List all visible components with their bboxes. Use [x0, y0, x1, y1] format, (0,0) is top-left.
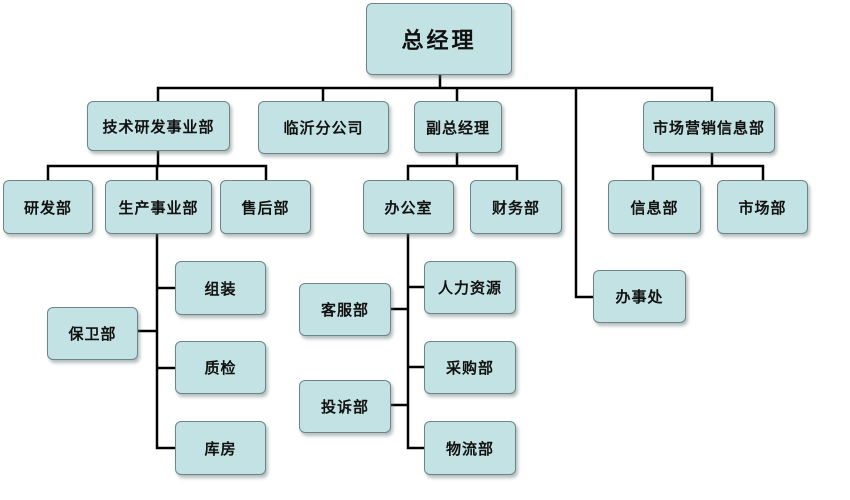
node-warehouse: 库房 [175, 421, 266, 475]
node-office: 办公室 [363, 180, 454, 234]
node-complaints-dept: 投诉部 [299, 380, 391, 433]
node-linyi-branch: 临沂分公司 [258, 101, 389, 154]
node-assembly: 组装 [175, 261, 266, 315]
connector-gm [156, 73, 714, 299]
node-market-dept: 市场部 [717, 180, 808, 234]
node-info-dept: 信息部 [608, 180, 701, 234]
connector-marketing [651, 151, 765, 182]
connector-production [136, 232, 177, 450]
node-logistics-dept: 物流部 [424, 421, 516, 475]
node-tech-rd-division: 技术研发事业部 [87, 101, 230, 151]
node-quality-inspection: 质检 [175, 341, 266, 394]
node-customer-service-dept: 客服部 [299, 283, 391, 336]
connector-deputy-gm [406, 151, 519, 182]
node-production-division: 生产事业部 [105, 180, 212, 234]
node-purchasing-dept: 采购部 [424, 341, 516, 394]
node-finance-dept: 财务部 [470, 180, 562, 234]
connector-tech-rd [46, 149, 268, 182]
node-general-manager: 总经理 [366, 3, 512, 75]
connector-office [389, 232, 426, 450]
node-marketing-info-dept: 市场营销信息部 [643, 101, 775, 153]
node-rnd-dept: 研发部 [3, 180, 93, 234]
node-deputy-gm: 副总经理 [414, 101, 502, 153]
node-human-resources: 人力资源 [424, 261, 516, 314]
node-security-dept: 保卫部 [47, 307, 138, 360]
node-after-sales-dept: 售后部 [220, 180, 311, 234]
node-admin-office: 办事处 [593, 270, 686, 323]
